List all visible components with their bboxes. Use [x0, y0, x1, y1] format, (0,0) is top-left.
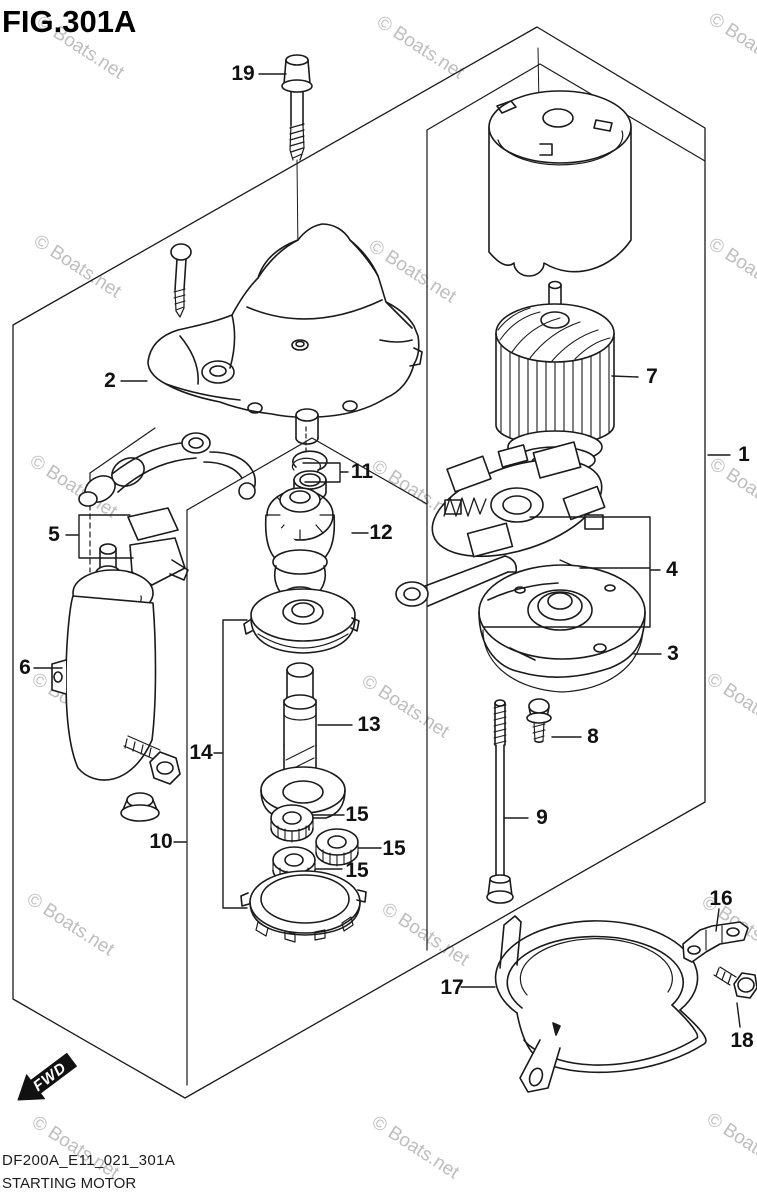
part-4-brush-holder [431, 441, 606, 629]
brush-spring-left [443, 497, 487, 517]
fork-pad-1 [127, 507, 179, 541]
part-19-bolt [281, 54, 313, 161]
terminal-cap [120, 792, 160, 822]
part-15-gears [270, 804, 359, 885]
part-2-cover [147, 223, 423, 445]
callout-11: 11 [350, 460, 374, 483]
part-16-bracket [682, 921, 749, 963]
callout-9: 9 [536, 806, 548, 829]
figure-title: FIG.301A [2, 4, 137, 39]
part-3-end-cap [478, 564, 646, 693]
motor-housing [488, 90, 632, 277]
part-6-solenoid [51, 543, 181, 822]
part-18-bolt [713, 966, 757, 999]
cover-screw [170, 243, 192, 318]
callout-1: 1 [738, 443, 750, 466]
figure-caption: STARTING MOTOR [2, 1175, 137, 1192]
callout-17: 17 [440, 976, 464, 999]
part-5-fork [78, 432, 257, 586]
callout-5: 5 [48, 523, 60, 546]
part-9-long-bolt [486, 699, 514, 904]
callout-14: 14 [189, 741, 213, 764]
callout-15a: 15 [345, 803, 369, 826]
fork-pad-2 [129, 537, 186, 586]
outer-box [12, 26, 706, 1099]
callout-7: 7 [646, 365, 658, 388]
callout-16: 16 [709, 887, 733, 910]
callout-4: 4 [666, 558, 678, 581]
callout-18: 18 [730, 1029, 754, 1052]
part-13-shaft [260, 662, 346, 831]
callout-6: 6 [19, 656, 31, 679]
callout-19: 19 [231, 62, 255, 85]
callout-13: 13 [357, 713, 381, 736]
callout-12: 12 [369, 521, 393, 544]
figure-code: DF200A_E11_021_301A [2, 1152, 176, 1169]
fwd-arrow [17, 1052, 77, 1101]
part-12-pinion [243, 487, 360, 654]
callout-3: 3 [667, 642, 679, 665]
callout-15c: 15 [345, 859, 369, 882]
callout-15b: 15 [382, 837, 406, 860]
part-17-clamp [494, 915, 707, 1093]
leader-lines [33, 73, 741, 1028]
part-8-bolt [526, 698, 552, 743]
callout-8: 8 [587, 725, 599, 748]
callout-10: 10 [149, 830, 173, 853]
callout-2: 2 [104, 369, 116, 392]
ring-gear [240, 870, 367, 943]
